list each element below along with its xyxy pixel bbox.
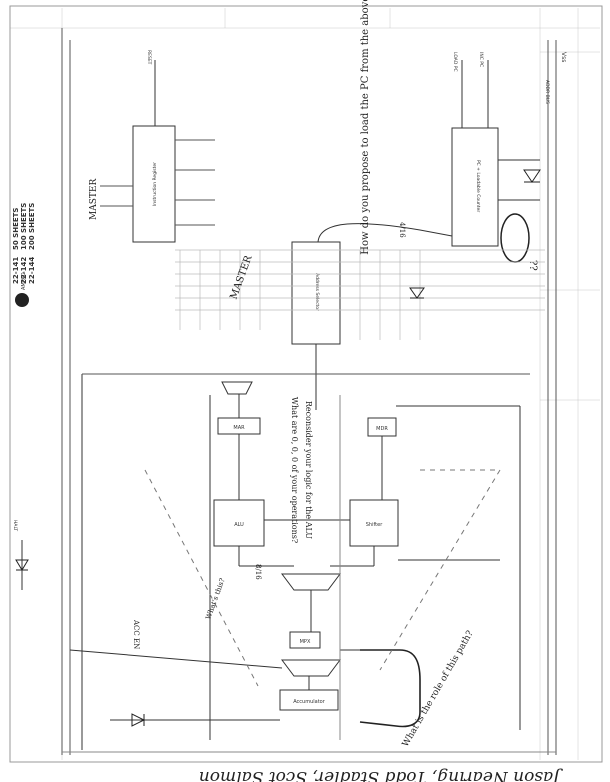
alu-label: ALU [234, 522, 244, 528]
acc-enable-label: ACC EN [132, 619, 140, 649]
instruction-register-block: Instruction Register RESET MASTER [89, 50, 215, 243]
label-4-16-a: 4/16 [398, 222, 406, 238]
annotation-load-pc: How do you propose to load the PC from t… [360, 0, 371, 255]
pad-label-line2b: 100 SHEETS [20, 203, 28, 250]
master-left-label: MASTER [89, 179, 99, 220]
alu-mux-icon [281, 573, 341, 591]
shifter-block: Shifter [349, 499, 399, 547]
accumulator-block: Accumulator [69, 649, 421, 728]
dashed-boundary [144, 469, 259, 687]
mar-mux-icon [221, 381, 253, 395]
slave-block: MPX [289, 631, 321, 649]
master-mid-label: MASTER [228, 254, 254, 301]
annotation-whats-this: What's this? [204, 577, 226, 621]
authors-signature: Jason Nearing, Todd Stadler, Scot Salmon [199, 767, 563, 782]
halt-label: HALT [12, 520, 18, 531]
shifter-label: Shifter [366, 522, 383, 528]
pc-reset-circle [500, 213, 530, 263]
pad-label-line1: 22-141 [12, 257, 20, 284]
accumulator-label: Accumulator [293, 699, 326, 705]
pad-label-line1b: 50 SHEETS [12, 208, 20, 250]
bus-fan [175, 249, 545, 340]
ampad-logo-icon [15, 293, 29, 307]
instruction-register-label: Instruction Register [152, 162, 158, 206]
alu-block: ALU [213, 499, 265, 547]
pad-grid [10, 8, 600, 760]
annotation-operations: What are 0, 0, 0 of your operations? [290, 397, 299, 543]
bus-diode-icon [409, 287, 425, 299]
acc-diode-icon [131, 713, 146, 727]
inc-pc-label: INC PC [478, 52, 484, 67]
pad-label-line3b: 200 SHEETS [28, 203, 36, 250]
pc-counter-label: PC + Loadable Counter [475, 160, 481, 212]
pc-diode-icon [523, 169, 541, 183]
frame [9, 5, 603, 763]
mar-label: MAR [233, 425, 245, 431]
address-bus-label: ADDR BUS [544, 80, 550, 104]
label-8-16-a: 8/16 [254, 564, 262, 580]
address-selector-label: Address Selector [314, 273, 320, 311]
label-vss: Vss [560, 52, 567, 62]
ampad-brand: AMPAD [21, 272, 27, 290]
load-pc-label: LOAD PC [452, 52, 458, 72]
pad-label-line3: 22-144 [28, 257, 36, 284]
mdr-label: MDR [376, 426, 388, 432]
annotation-path-role: What is the role of this path? [401, 629, 476, 749]
mpx-label: MPX [300, 639, 311, 645]
acc-mux-icon [281, 659, 341, 677]
pad-label: AMPAD 22-141 22-142 22-144 50 SHEETS 100… [12, 203, 36, 307]
pc-question-marks: ?? [527, 260, 538, 271]
address-selector-block: Address Selector ADDR BUS [291, 80, 550, 410]
pad-label-line2: 22-142 [20, 257, 28, 284]
pc-counter-block: PC + Loadable Counter LOAD PC INC PC ?? [451, 52, 541, 271]
annotation-reconsider: Reconsider your logic for the ALU [304, 401, 313, 539]
ir-input-label: RESET [146, 50, 152, 65]
mar-block: MAR [217, 381, 261, 500]
mdr-block: MDR [367, 405, 521, 730]
